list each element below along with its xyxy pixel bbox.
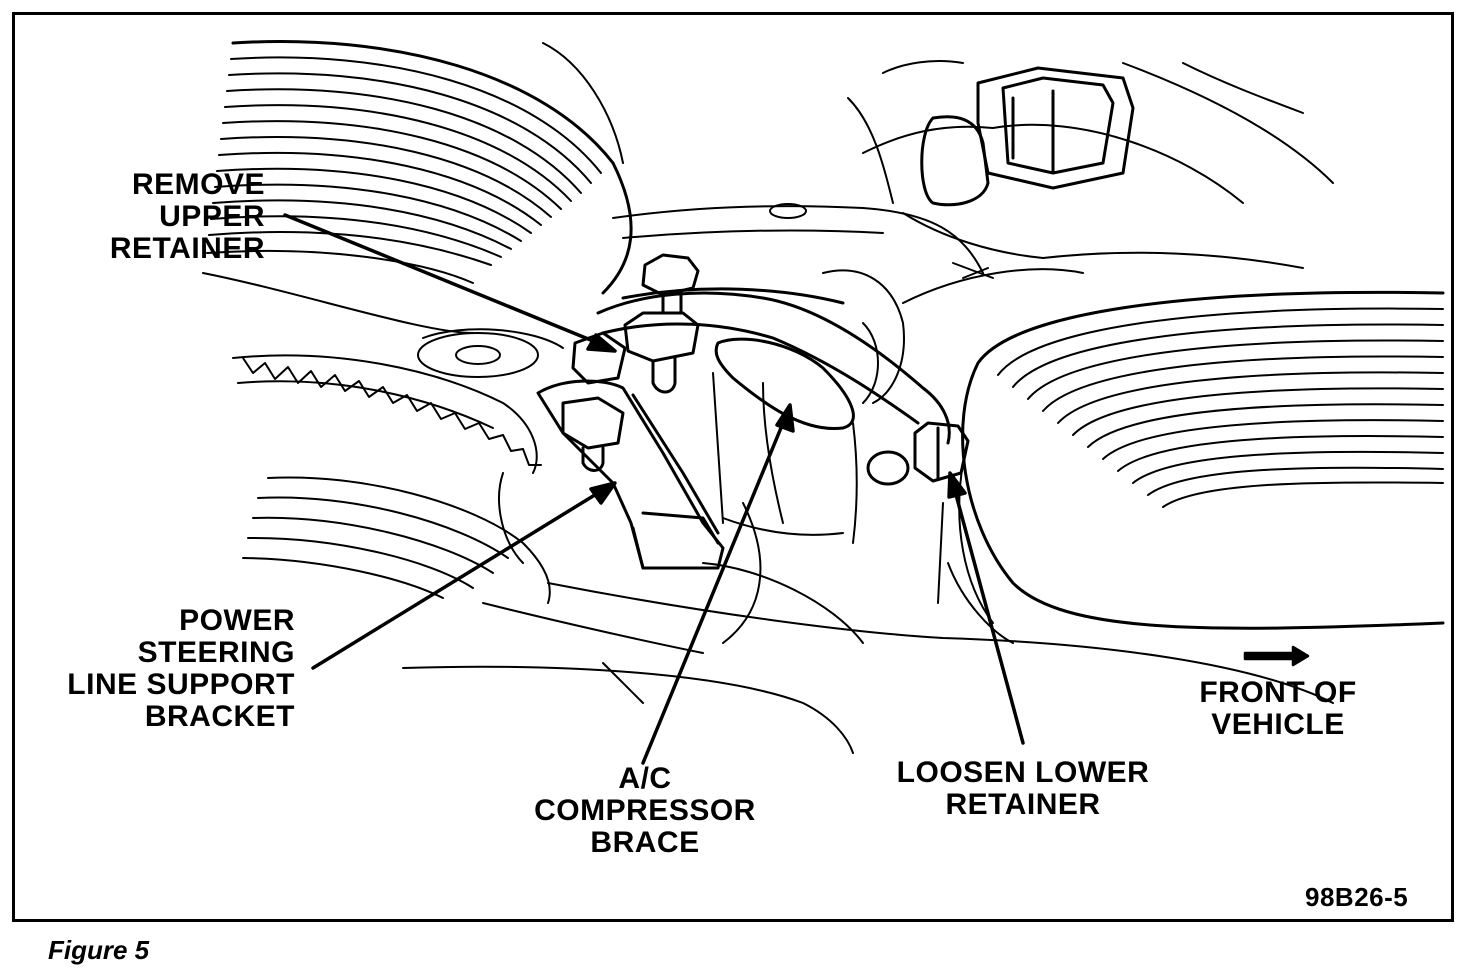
callout-line: RETAINER (945, 788, 1101, 821)
callout-loosen-lower-retainer: LOOSEN LOWER RETAINER (883, 757, 1163, 821)
callout-line: RETAINER (109, 232, 265, 265)
figure-caption: Figure 5 (48, 935, 150, 965)
front-arrow-icon (1243, 645, 1310, 667)
lower-left-pulley (242, 472, 551, 604)
callout-line: LOOSEN LOWER (896, 756, 1150, 789)
callout-line: LINE SUPPORT (67, 668, 295, 701)
callout-line: A/C (618, 762, 672, 795)
callout-line: POWER (179, 604, 295, 637)
lower-retainer-nut (866, 421, 970, 486)
upper-left-pulley (202, 40, 633, 334)
leader-arrows (283, 213, 1025, 765)
callout-line: STEERING (137, 636, 295, 669)
engine-block (612, 60, 1334, 544)
right-pulley (937, 290, 1445, 644)
ps-bracket (536, 331, 725, 570)
figure-code: 98B26-5 (1305, 882, 1409, 912)
top-hex-nut (920, 66, 1135, 207)
callout-ac-compressor-brace: A/C COMPRESSOR BRACE (525, 763, 765, 859)
callout-line: COMPRESSOR (534, 794, 756, 827)
callout-line: FRONT OF (1199, 676, 1357, 709)
callout-line: UPPER (159, 200, 265, 233)
callout-line: REMOVE (131, 168, 265, 201)
callout-line: VEHICLE (1211, 708, 1345, 741)
diagram-frame: REMOVE UPPER RETAINER POWER STEERING LIN… (12, 12, 1454, 922)
callout-remove-upper-retainer: REMOVE UPPER RETAINER (95, 169, 265, 265)
callout-power-steering-bracket: POWER STEERING LINE SUPPORT BRACKET (45, 605, 295, 733)
callout-line: BRACKET (144, 700, 295, 733)
ring-gear (232, 328, 564, 474)
callout-front-of-vehicle: FRONT OF VEHICLE (1183, 677, 1373, 741)
engine-illustration (202, 40, 1445, 765)
callout-line: BRACE (590, 826, 700, 859)
upper-retainer-nut (623, 253, 700, 394)
